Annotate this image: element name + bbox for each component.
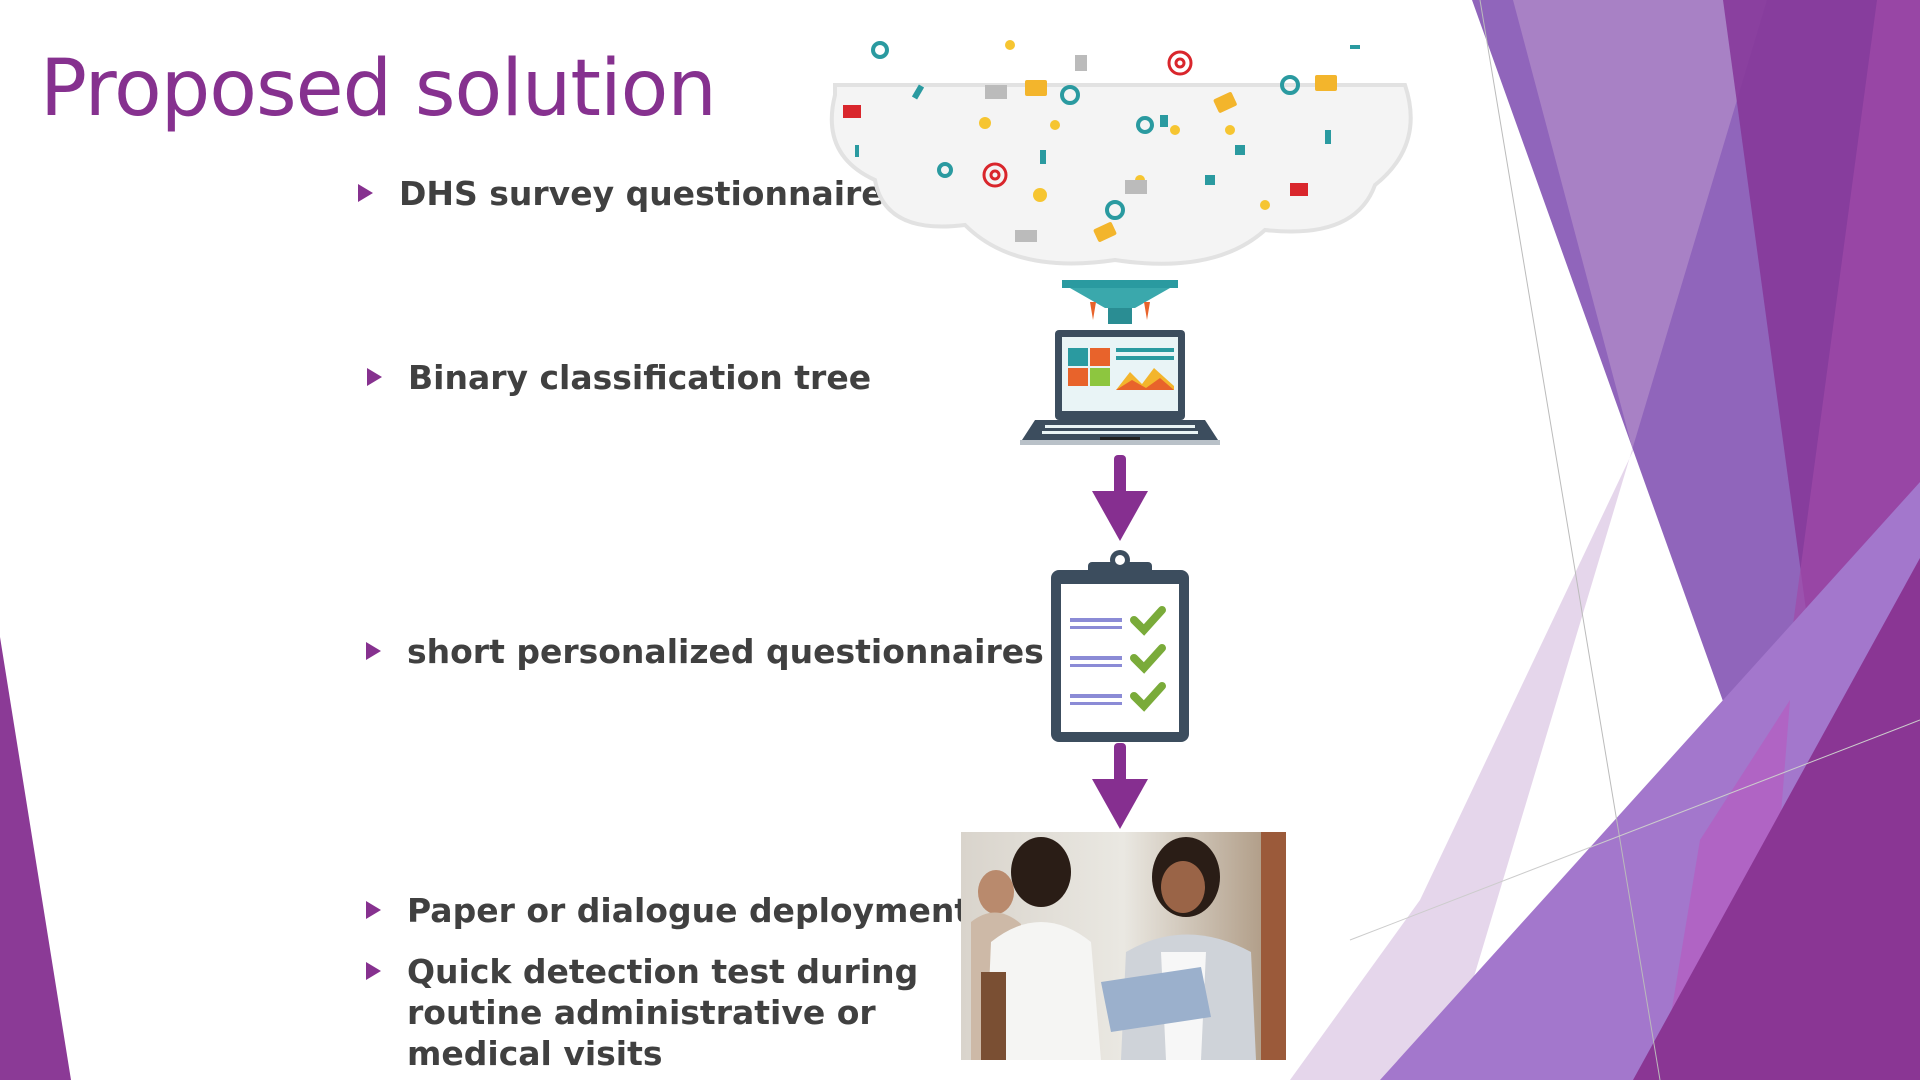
down-arrow-icon bbox=[1092, 455, 1148, 541]
video-icon bbox=[843, 105, 1308, 196]
bullet-arrow-icon bbox=[366, 901, 381, 919]
bullet-arrow-icon bbox=[358, 184, 373, 202]
bullet-classification-tree: Binary classification tree bbox=[367, 357, 871, 398]
bullet-text: short personalized questionnaires bbox=[407, 632, 1044, 671]
photo-women-conversation bbox=[961, 832, 1286, 1060]
bullet-quick-detection: Quick detection test during routine admi… bbox=[366, 951, 918, 1074]
down-arrow-icon bbox=[1092, 743, 1148, 829]
gear-icon bbox=[871, 41, 1300, 220]
thin-line bbox=[1479, 0, 1661, 1080]
calendar-icon bbox=[985, 55, 1147, 242]
bullet-text: Binary classification tree bbox=[408, 358, 872, 397]
folder-icon bbox=[1025, 75, 1337, 242]
left-facet bbox=[0, 637, 71, 1080]
right-facet-lavender bbox=[1290, 0, 1767, 1080]
misc-icons bbox=[855, 45, 1360, 185]
bullet-text-line: routine administrative or bbox=[407, 993, 876, 1032]
bullet-text-line: medical visits bbox=[407, 1034, 663, 1073]
check-icon bbox=[1130, 606, 1166, 712]
funnel-icon bbox=[1062, 280, 1178, 324]
page-title: Proposed solution bbox=[40, 44, 717, 134]
bullet-text: DHS survey questionnaire bbox=[399, 174, 884, 213]
bottom-facet-dark bbox=[1633, 558, 1920, 1080]
bullet-arrow-icon bbox=[366, 642, 381, 660]
bullet-text: Paper or dialogue deployment bbox=[407, 891, 971, 930]
bullet-arrow-icon bbox=[367, 368, 382, 386]
bullet-short-questionnaires: short personalized questionnaires bbox=[366, 631, 1044, 672]
bullet-text-line: Quick detection test during bbox=[407, 952, 919, 991]
thin-line bbox=[1349, 719, 1920, 941]
bullet-deployment: Paper or dialogue deployment bbox=[366, 890, 970, 931]
data-cloud-illustration bbox=[829, 40, 1413, 266]
target-icon bbox=[982, 50, 1193, 188]
clipboard-checklist-icon bbox=[1051, 550, 1189, 742]
laptop-icon bbox=[1020, 330, 1220, 445]
bullet-arrow-icon bbox=[366, 962, 381, 980]
bullet-dhs-survey: DHS survey questionnaire bbox=[358, 173, 884, 214]
